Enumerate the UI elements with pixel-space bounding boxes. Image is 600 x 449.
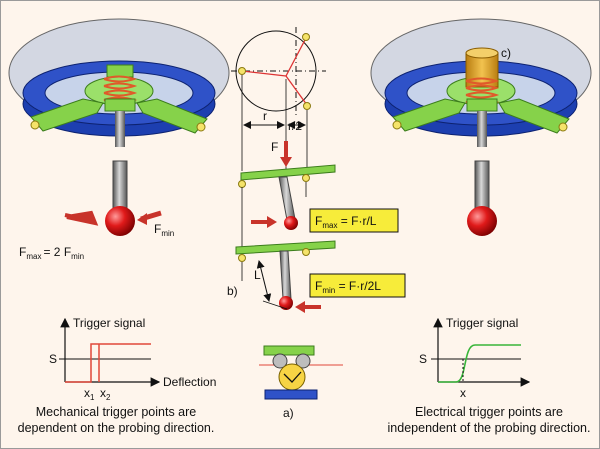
dim-l <box>256 260 272 302</box>
caption-right-1: Electrical trigger points are <box>415 405 563 419</box>
eq-fmax: Fmax = F·r/L <box>315 214 377 230</box>
stem-upper <box>115 111 125 147</box>
lower-plate <box>235 240 336 255</box>
stylus <box>474 160 490 212</box>
contact-ball <box>30 120 40 130</box>
contact-point <box>302 174 310 182</box>
right-probe <box>370 18 592 236</box>
label-c: c) <box>501 46 511 60</box>
stylus-ball <box>284 216 298 230</box>
contact-point <box>238 254 246 262</box>
center-ball <box>278 363 306 391</box>
check-mark <box>283 371 302 383</box>
center-geometry: r r/2 F L b) Fmax = F·r/L Fmin = F·r/2L <box>227 27 406 313</box>
plot-s-label: S <box>49 352 57 366</box>
lower-stylus <box>279 250 292 300</box>
radius-line <box>285 75 308 106</box>
plot-ylabel: Trigger signal <box>446 316 518 330</box>
contact-ball <box>196 122 206 132</box>
plot-xlabel: Deflection <box>163 375 216 389</box>
stylus <box>112 160 128 212</box>
contact-point <box>302 248 310 256</box>
caption-right-2: independent of the probing direction. <box>388 421 591 435</box>
green-bar <box>263 345 315 356</box>
spring <box>465 77 500 106</box>
contact-point <box>303 102 311 110</box>
plot-ylabel: Trigger signal <box>73 316 145 330</box>
stylus-ball <box>279 296 293 310</box>
label-b: b) <box>227 284 238 298</box>
contact-point <box>238 67 246 75</box>
arm-left <box>30 98 104 132</box>
contact-point <box>302 33 310 41</box>
label-r-half: r/2 <box>288 119 302 133</box>
trigger-curve <box>438 344 521 383</box>
blue-bar <box>264 389 318 400</box>
arm-left <box>392 98 466 132</box>
left-probe <box>8 18 230 236</box>
arm-center <box>466 98 498 112</box>
ext-line <box>262 300 288 310</box>
fmin-force-head <box>295 301 305 313</box>
label-force: F <box>271 140 278 154</box>
x2-label: x2 <box>100 386 111 402</box>
arm-right <box>498 98 570 134</box>
x1-label: x1 <box>84 386 95 402</box>
eq-fmin: Fmin = F·r/2L <box>315 279 381 295</box>
label-a: a) <box>283 406 294 420</box>
stylus-ball <box>467 206 497 236</box>
eq-box-fmin <box>309 273 406 298</box>
cylinder-top <box>465 47 499 59</box>
radius-line <box>241 70 287 77</box>
force-arrow-head <box>280 157 292 167</box>
top-block <box>106 64 134 78</box>
contact-ball <box>558 122 568 132</box>
x-label: x <box>460 386 466 400</box>
fmax-arrow <box>64 210 99 226</box>
fmax-force-head <box>267 216 277 228</box>
right-trigger-plot: Trigger signal S x <box>419 316 531 400</box>
plot-s-label: S <box>419 352 427 366</box>
arm-center <box>104 98 136 112</box>
upper-plate <box>240 164 336 181</box>
spring <box>103 75 138 104</box>
contact-mechanism: a) <box>259 345 343 420</box>
arm-right <box>136 98 208 134</box>
caption-left-2: dependent on the probing direction. <box>18 421 215 435</box>
trigger-curve-1 <box>65 343 151 383</box>
contact-point <box>238 180 246 188</box>
caption-left-1: Mechanical trigger points are <box>36 405 197 419</box>
label-r: r <box>263 109 267 123</box>
left-trigger-plot: Trigger signal S Deflection x1 x2 <box>49 316 216 402</box>
label-length: L <box>254 268 261 282</box>
radius-line <box>285 37 307 77</box>
roller <box>272 353 288 369</box>
roller <box>295 353 311 369</box>
eq-box-fmax <box>309 208 399 233</box>
stylus-ball <box>105 206 135 236</box>
contact-ball <box>392 120 402 130</box>
tilted-stylus <box>278 176 296 221</box>
fmax-label: Fmax= 2 Fmin <box>19 245 84 261</box>
stem-upper <box>477 111 487 147</box>
fmin-arrow-head <box>137 213 147 225</box>
fmin-label: Fmin <box>154 222 174 238</box>
